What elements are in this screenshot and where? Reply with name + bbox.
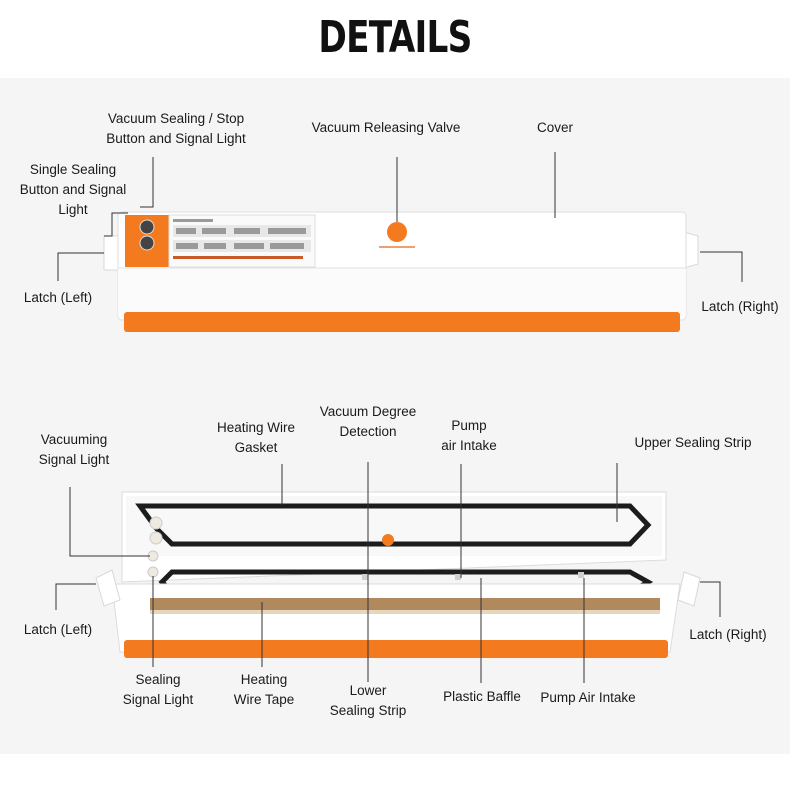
orange-base-stripe [124, 312, 680, 332]
callout-vacuum-degree-detection: Vacuum Degree Detection [319, 404, 417, 439]
callout-latch-left-bottom: Latch (Left) [23, 622, 93, 637]
callout-heating-wire-tape: Heating Wire Tape [233, 672, 295, 707]
header: DETAILS [0, 0, 790, 78]
device-lower-body [118, 268, 686, 316]
heating-wire-tape [150, 598, 660, 610]
latch-left-top [103, 235, 119, 271]
page-title: DETAILS [318, 12, 472, 63]
vacuum-sealing-button[interactable] [139, 219, 155, 235]
callout-pump-air-intake-top: Pump air Intake [441, 418, 497, 453]
callout-vacuum-sealing-stop: Vacuum Sealing / Stop Button and Signal … [106, 111, 246, 146]
single-sealing-button[interactable] [139, 235, 155, 251]
callout-plastic-baffle: Plastic Baffle [443, 689, 521, 704]
base-orange-stripe [124, 640, 668, 658]
callout-latch-left-top: Latch (Left) [23, 290, 93, 305]
sticker-print [173, 219, 311, 259]
vacuum-detection-marker [382, 534, 394, 546]
callout-latch-right-bottom: Latch (Right) [689, 627, 767, 642]
vacuuming-signal-dot [149, 516, 163, 530]
callout-vacuum-releasing-valve: Vacuum Releasing Valve [311, 120, 461, 135]
sealing-signal-dot [147, 566, 159, 578]
top-device [103, 211, 699, 332]
callout-single-sealing: Single Sealing Button and Signal Light [19, 162, 127, 217]
top-leader-lines [57, 152, 743, 282]
vacuum-release-valve[interactable] [387, 222, 407, 242]
callout-latch-right-top: Latch (Right) [701, 299, 779, 314]
latch-right-bottom [677, 571, 701, 607]
footer [0, 754, 790, 790]
callout-heating-wire-gasket: Heating Wire Gasket [216, 420, 296, 455]
callout-upper-sealing-strip: Upper Sealing Strip [634, 435, 752, 450]
callout-pump-air-intake-bottom: Pump Air Intake [540, 690, 636, 705]
callout-lower-sealing-strip: Lower Sealing Strip [329, 683, 407, 718]
callout-cover: Cover [536, 120, 573, 135]
bottom-leader-lines [55, 462, 721, 683]
valve-label-print [379, 246, 415, 248]
bottom-device [95, 491, 701, 658]
callout-vacuuming-signal-light: Vacuuming Signal Light [38, 432, 110, 467]
latch-left-bottom [95, 569, 121, 607]
callout-sealing-signal-light: Sealing Signal Light [122, 672, 194, 707]
